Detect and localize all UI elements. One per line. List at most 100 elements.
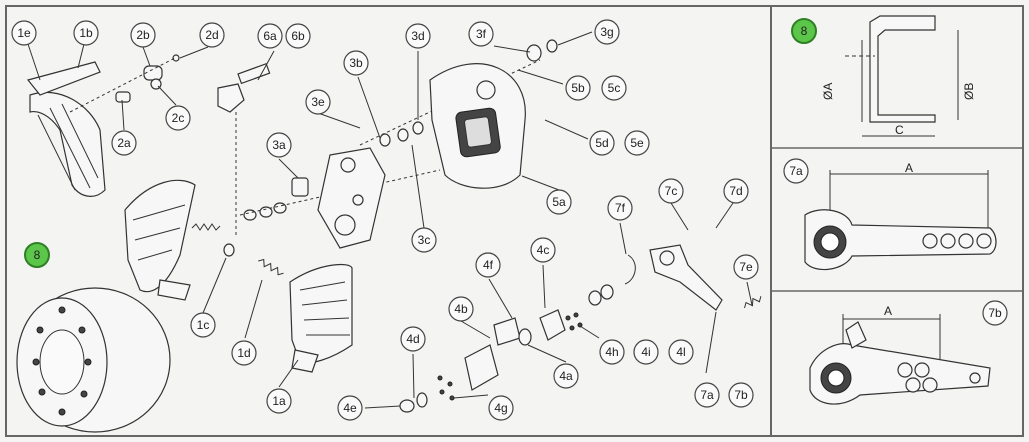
svg-text:7a: 7a [789, 164, 803, 178]
dim-oa: ØA [821, 83, 835, 100]
svg-text:5c: 5c [608, 81, 621, 95]
slack-adjuster-7b-view [809, 314, 991, 405]
svg-text:A: A [884, 304, 892, 318]
leader-lines [27, 31, 753, 409]
svg-text:A: A [905, 161, 913, 175]
callout-2a: 2a [111, 130, 137, 156]
callout-7a: 7a [694, 382, 720, 408]
callout-4d: 4d [400, 326, 426, 352]
callout-7b: 7b [728, 382, 754, 408]
svg-text:1a: 1a [272, 394, 286, 408]
svg-text:5e: 5e [630, 136, 644, 150]
svg-text:5b: 5b [571, 81, 585, 95]
svg-text:4e: 4e [343, 401, 357, 415]
svg-text:8: 8 [801, 24, 808, 38]
svg-text:4g: 4g [494, 401, 507, 415]
svg-text:2c: 2c [172, 111, 185, 125]
slack-adjuster-main [649, 244, 762, 311]
callout-5d: 5d [589, 130, 615, 156]
svg-text:2b: 2b [136, 28, 150, 42]
callout-1c: 1c [190, 312, 216, 338]
camshaft [217, 62, 271, 235]
small-washers [359, 59, 541, 147]
svg-text:3c: 3c [418, 233, 431, 247]
svg-text:4h: 4h [605, 345, 618, 359]
spider-bracket [317, 147, 386, 249]
callout-3e: 3e [305, 89, 331, 115]
slack-adjuster-hub-parts [399, 254, 636, 413]
svg-text:7d: 7d [729, 184, 742, 198]
svg-text:5a: 5a [552, 195, 566, 209]
callout-7d: 7d [723, 178, 749, 204]
washer-row [239, 169, 441, 221]
callout-4e: 4e [337, 395, 363, 421]
slack-adjuster-7a-view [804, 170, 997, 271]
callout-3g: 3g [594, 19, 620, 45]
svg-text:4c: 4c [537, 243, 550, 257]
callout-4f: 4f [475, 252, 501, 278]
callout-4l: 4l [668, 339, 694, 365]
svg-text:2a: 2a [117, 136, 131, 150]
dim-labels-drum: ØA ØB C [821, 83, 976, 137]
dim-ob: ØB [962, 83, 976, 100]
lower-brake-shoe [289, 263, 353, 373]
seal-parts [526, 39, 558, 62]
svg-text:1c: 1c [197, 318, 210, 332]
svg-text:3f: 3f [476, 27, 487, 41]
dim-label-a2: A [884, 304, 892, 318]
svg-text:7c: 7c [665, 184, 678, 198]
callout-7c: 7c [658, 178, 684, 204]
middle-brake-shoe [124, 179, 196, 301]
callout-2c: 2c [165, 105, 191, 131]
dim-label-a1: A [905, 161, 913, 175]
callout-8: 8 [24, 242, 50, 268]
callout-3a: 3a [266, 132, 292, 158]
svg-text:4a: 4a [559, 369, 573, 383]
svg-text:8: 8 [34, 248, 41, 262]
panel-callout-7a: 7a [783, 158, 809, 184]
svg-text:7a: 7a [700, 388, 714, 402]
svg-text:4l: 4l [676, 345, 685, 359]
callout-3c: 3c [411, 227, 437, 253]
svg-text:6a: 6a [263, 29, 277, 43]
svg-text:3e: 3e [311, 95, 325, 109]
callout-4g: 4g [488, 395, 514, 421]
anchor-pin-parts [69, 54, 180, 113]
svg-text:2d: 2d [205, 28, 218, 42]
svg-text:7f: 7f [615, 201, 626, 215]
upper-brake-shoe [26, 61, 106, 197]
svg-text:4d: 4d [406, 332, 419, 346]
callout-4i: 4i [633, 339, 659, 365]
svg-text:3b: 3b [349, 56, 363, 70]
callout-1a: 1a [266, 388, 292, 414]
panel-callout-8: 8 [791, 18, 817, 44]
svg-text:7b: 7b [988, 306, 1002, 320]
callout-3f: 3f [468, 21, 494, 47]
svg-text:4b: 4b [454, 302, 468, 316]
callout-4c: 4c [530, 237, 556, 263]
callout-3b: 3b [343, 50, 369, 76]
callout-4h: 4h [599, 339, 625, 365]
callout-1e: 1e [11, 20, 37, 46]
callout-7f: 7f [607, 195, 633, 221]
return-springs [191, 223, 284, 276]
svg-text:1d: 1d [237, 346, 250, 360]
brake-drum [16, 287, 171, 433]
drum-section-view [845, 15, 959, 137]
svg-text:4i: 4i [641, 345, 650, 359]
callout-3d: 3d [405, 23, 431, 49]
callout-5b: 5b [565, 75, 591, 101]
dim-c: C [895, 123, 904, 137]
svg-text:1e: 1e [17, 26, 31, 40]
callout-6a: 6a [257, 23, 283, 49]
svg-text:7b: 7b [734, 388, 748, 402]
callout-7e: 7e [733, 254, 759, 280]
callout-4b: 4b [448, 296, 474, 322]
outer-frame [5, 5, 1024, 437]
svg-text:5d: 5d [595, 136, 608, 150]
svg-text:1b: 1b [79, 26, 93, 40]
svg-text:3g: 3g [600, 25, 613, 39]
callout-1b: 1b [73, 20, 99, 46]
dust-shield [429, 63, 526, 189]
